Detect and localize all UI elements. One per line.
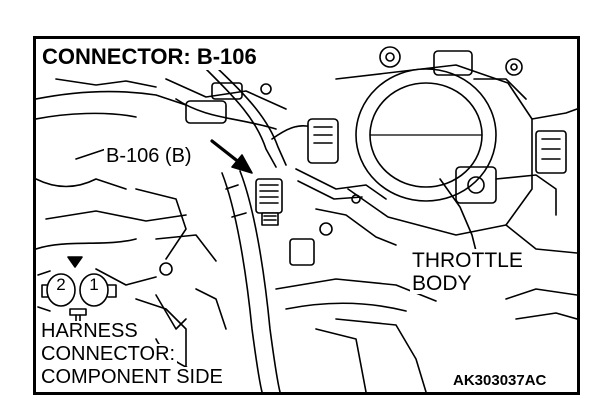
pin-2-label: 2 xyxy=(56,275,66,294)
throttle-leader-line xyxy=(439,178,477,252)
figure-code: AK303037AC xyxy=(453,372,547,389)
pin-1-label: 1 xyxy=(89,275,99,294)
harness-note-line3: COMPONENT SIDE xyxy=(39,366,225,388)
hose xyxy=(221,170,281,392)
throttle-body-label-line1: THROTTLE xyxy=(410,249,525,272)
b106-connector xyxy=(255,178,283,226)
engine-bay-illustration xyxy=(36,46,577,392)
connector-title: CONNECTOR: B-106 xyxy=(40,45,260,70)
throttle-body-label-line2: BODY xyxy=(410,272,474,295)
throttle-body xyxy=(335,46,577,254)
callout-arrow xyxy=(210,139,253,174)
connector-face-symbol xyxy=(37,256,187,330)
connector-callout-label: B-106 (B) xyxy=(104,145,194,167)
harness-note-line1: HARNESS xyxy=(39,320,140,342)
sensor-bracket xyxy=(295,118,397,246)
harness-note-line2: CONNECTOR: xyxy=(39,343,178,365)
diagram-frame: 2 1 CONNECTOR: B-106 B-106 (B) THROTTLE … xyxy=(33,36,580,395)
